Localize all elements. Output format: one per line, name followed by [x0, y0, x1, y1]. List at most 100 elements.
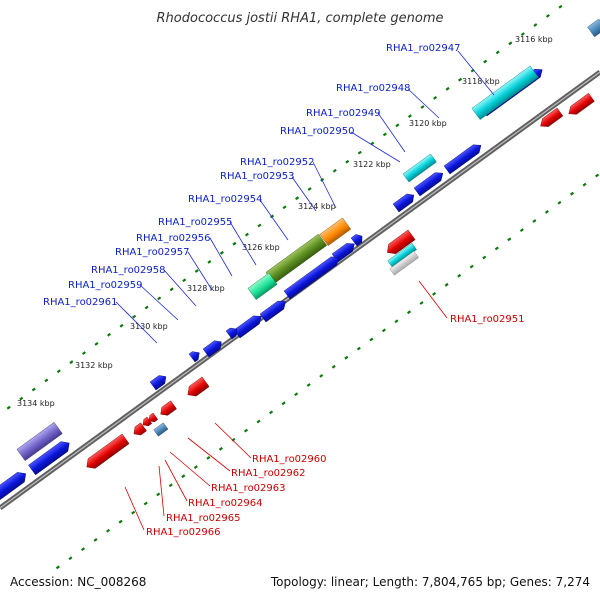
gene-ro02963-arrow[interactable] — [147, 412, 159, 424]
scale-upper-dot-20 — [244, 232, 249, 237]
scale-lower-dot-3 — [93, 538, 98, 542]
label-ro02955[interactable]: RHA1_ro02955 — [158, 217, 233, 228]
tick-label-3134: 3134 kbp — [17, 399, 55, 408]
label-ro02966[interactable]: RHA1_ro02966 — [146, 527, 221, 538]
scale-upper-dot-16 — [194, 269, 199, 273]
scale-lower-dot-39 — [544, 210, 549, 214]
scale-lower-dot-2 — [80, 547, 86, 551]
scale-lower-dot-11 — [193, 465, 198, 469]
gene-ro02956-box[interactable] — [319, 217, 352, 246]
gene-small-arrow-b[interactable] — [202, 338, 224, 358]
scale-upper-dot-9 — [107, 332, 112, 337]
scale-lower-dot-37 — [519, 228, 524, 232]
scale-lower-dot-35 — [494, 246, 499, 251]
scale-lower-dot-32 — [457, 273, 462, 278]
scale-upper-dot-34 — [420, 105, 425, 109]
gene-ro02954-arrow[interactable] — [350, 232, 365, 247]
label-ro02962[interactable]: RHA1_ro02962 — [231, 468, 306, 479]
scale-upper-dot-31 — [382, 132, 387, 137]
gene-ro02951-gray-box[interactable] — [389, 250, 419, 276]
scale-lower-dot-15 — [243, 428, 249, 433]
scale-lower-dot-43 — [595, 173, 600, 178]
scale-upper-dot-42 — [520, 32, 525, 36]
scale-lower-dot-13 — [218, 446, 223, 451]
scale-upper-dot-7 — [81, 351, 86, 355]
tick-label-3128: 3128 kbp — [187, 284, 225, 293]
label-ro02956[interactable]: RHA1_ro02956 — [136, 233, 211, 244]
label-ro02947[interactable]: RHA1_ro02947 — [386, 43, 461, 54]
scale-lower-dot-41 — [569, 191, 575, 196]
forward-strand-features — [0, 18, 600, 502]
gene-ro02958-arrow[interactable] — [283, 253, 342, 300]
gene-ro02952-arrow[interactable] — [413, 169, 446, 197]
gene-edge-red-arrow-2[interactable] — [566, 92, 595, 118]
scale-lower-dot-20 — [306, 383, 311, 387]
gene-ro02966-small-arrow[interactable] — [131, 422, 147, 438]
gene-ro02949-arrow[interactable] — [443, 141, 484, 175]
label-ro02960[interactable]: RHA1_ro02960 — [252, 454, 327, 465]
scale-lower-dot-8 — [156, 492, 161, 497]
gene-ro02950-box[interactable] — [402, 153, 437, 183]
label-ro02952[interactable]: RHA1_ro02952 — [240, 157, 315, 168]
label-ro02958[interactable]: RHA1_ro02958 — [91, 265, 166, 276]
scale-upper-dot-12 — [144, 305, 149, 310]
scale-upper-dot-4 — [44, 378, 49, 383]
gene-ro02958-box[interactable] — [247, 272, 278, 300]
scale-lower-dot-36 — [507, 237, 512, 242]
label-ro02953[interactable]: RHA1_ro02953 — [220, 171, 295, 182]
label-ro02957[interactable]: RHA1_ro02957 — [115, 247, 190, 258]
label-ro02963[interactable]: RHA1_ro02963 — [211, 483, 286, 494]
label-ro02954[interactable]: RHA1_ro02954 — [188, 194, 263, 205]
gene-lavender-box[interactable] — [16, 422, 63, 461]
tick-label-3122: 3122 kbp — [353, 160, 391, 169]
scale-upper-dot-1 — [6, 405, 11, 410]
gene-lower-left-arrow-1[interactable] — [28, 438, 72, 476]
gene-small-arrow-c[interactable] — [188, 349, 202, 363]
gene-ro02964-arrow[interactable] — [141, 416, 153, 428]
label-ro02965[interactable]: RHA1_ro02965 — [166, 513, 241, 524]
gene-ro02965-box[interactable] — [153, 422, 169, 437]
scale-upper-dot-44 — [545, 14, 550, 18]
gene-ro02962-arrow[interactable] — [158, 400, 177, 418]
scale-lower-dot-42 — [582, 182, 587, 187]
scale-upper-dot-41 — [508, 41, 513, 46]
scale-lower-dot-7 — [143, 501, 148, 506]
gene-edge-red-arrow-1[interactable] — [538, 107, 564, 130]
gene-ro02966-arrow[interactable] — [83, 433, 130, 472]
scale-lower-dot-26 — [381, 328, 386, 333]
gene-ro02959-arrow[interactable] — [259, 297, 289, 323]
label-ro02951[interactable]: RHA1_ro02951 — [450, 314, 525, 325]
scale-lower-dot-29 — [419, 301, 424, 305]
label-ro02949[interactable]: RHA1_ro02949 — [306, 108, 381, 119]
gene-edge-slate-box[interactable] — [587, 18, 600, 38]
scale-upper-dot-2 — [19, 396, 24, 401]
label-ro02950[interactable]: RHA1_ro02950 — [280, 126, 355, 137]
label-ro02964[interactable]: RHA1_ro02964 — [188, 498, 263, 509]
scale-upper-dot-23 — [282, 205, 287, 210]
label-ro02961[interactable]: RHA1_ro02961 — [43, 297, 118, 308]
gene-ro02961-arrow[interactable] — [233, 312, 264, 339]
scale-upper-dot-15 — [182, 278, 187, 283]
scale-upper-dot-40 — [495, 50, 500, 55]
tick-label-3126: 3126 kbp — [242, 243, 280, 252]
label-ro02948[interactable]: RHA1_ro02948 — [336, 83, 411, 94]
scale-upper-dot-5 — [56, 369, 61, 374]
gene-ro02951-arrow[interactable] — [384, 229, 416, 257]
label-leaders-bottom — [124, 280, 448, 531]
scale-upper-dot-24 — [295, 196, 300, 201]
gene-ro02953-arrow[interactable] — [392, 191, 417, 213]
scale-upper-dot-6 — [69, 360, 74, 365]
scale-upper-dot-27 — [332, 168, 337, 173]
gene-small-arrow-d[interactable] — [149, 373, 169, 391]
scale-upper-dot-11 — [132, 314, 137, 319]
label-ro02959[interactable]: RHA1_ro02959 — [68, 280, 143, 291]
reverse-strand-features — [83, 92, 595, 472]
scale-upper-dot-17 — [207, 260, 212, 264]
tick-label-3116: 3116 kbp — [515, 35, 553, 44]
gene-ro02948-box[interactable] — [471, 65, 539, 120]
gene-ro02960-arrow[interactable] — [184, 376, 210, 400]
gene-small-arrow-a[interactable] — [225, 325, 240, 340]
accession-text: Accession: NC_008268 — [10, 575, 146, 589]
scale-lower-dot-18 — [281, 401, 286, 406]
gene-lower-left-arrow-2[interactable] — [0, 469, 29, 502]
